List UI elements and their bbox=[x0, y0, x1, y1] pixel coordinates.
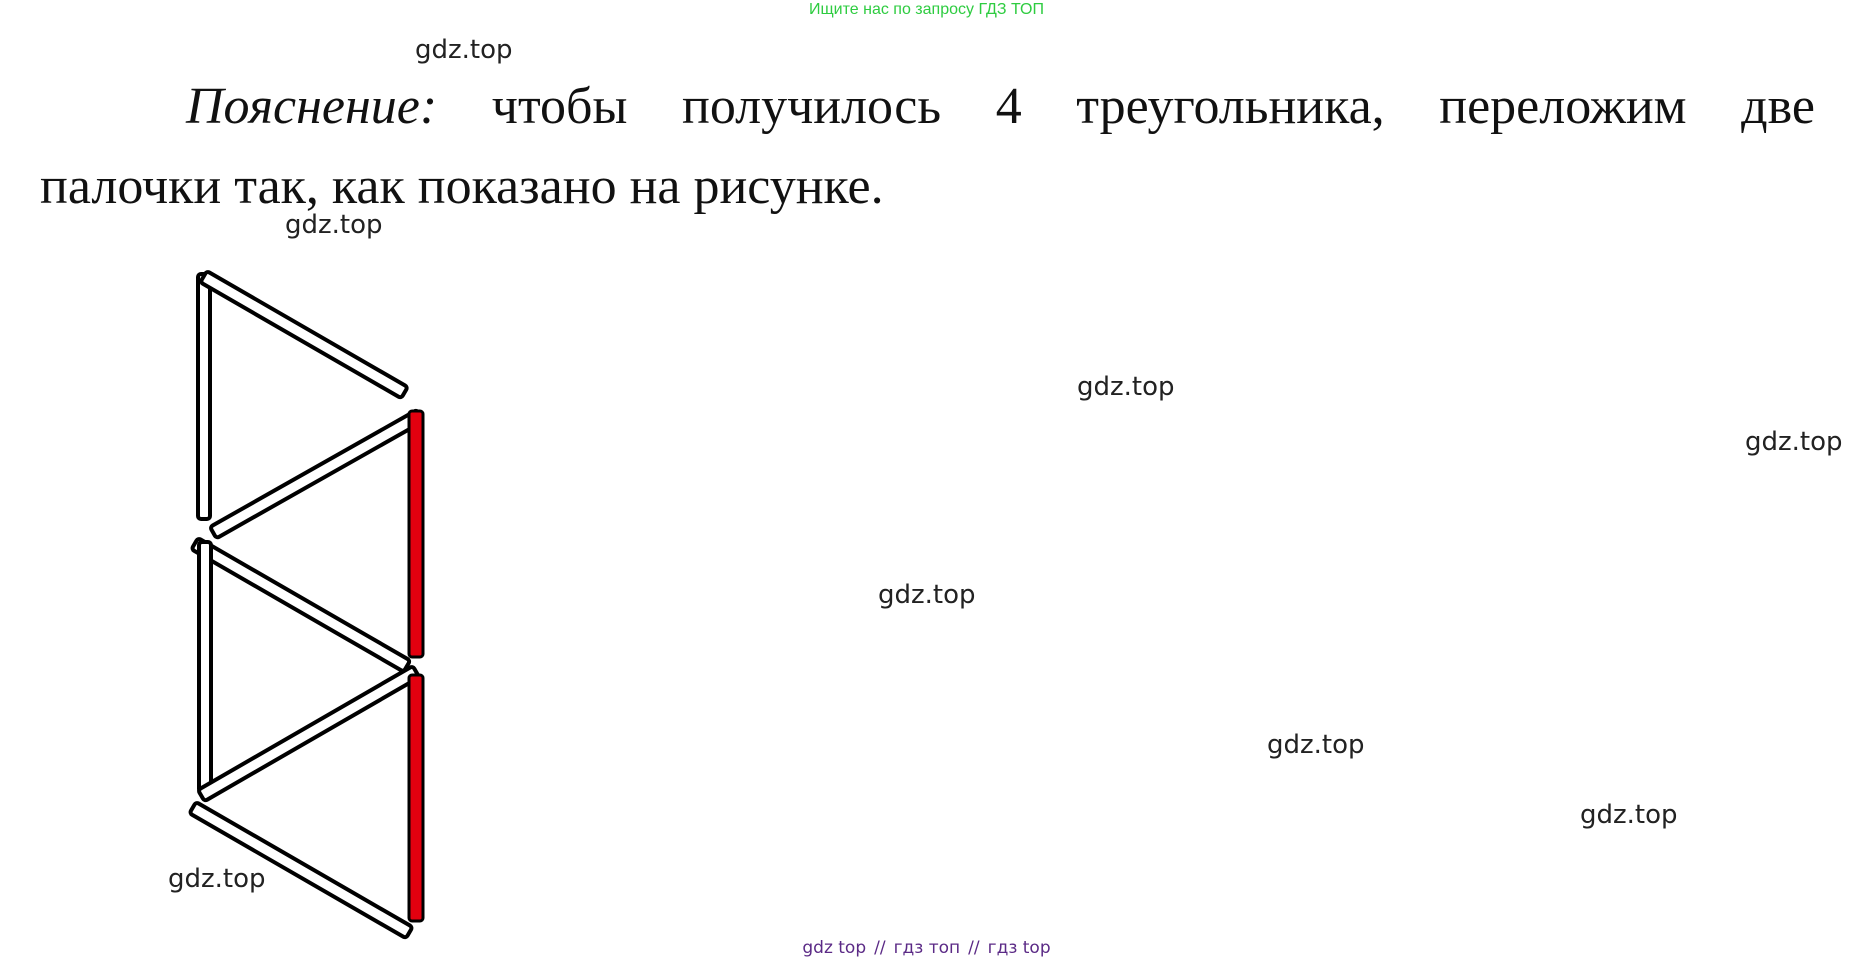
footer-link[interactable]: гдз топ bbox=[893, 938, 961, 958]
moved-stick-upper bbox=[407, 409, 425, 659]
explanation-line-2: палочки так, как показано на рисунке. bbox=[40, 158, 884, 215]
watermark: gdz.top bbox=[878, 580, 976, 610]
watermark: gdz.top bbox=[1077, 372, 1175, 402]
watermark: gdz.top bbox=[1745, 427, 1843, 457]
stick-left-bottom bbox=[197, 540, 213, 794]
footer-link[interactable]: gdz top bbox=[802, 938, 867, 958]
watermark: gdz.top bbox=[1267, 730, 1365, 760]
footer-link[interactable]: гдз top bbox=[987, 938, 1051, 958]
watermark: gdz.top bbox=[415, 35, 513, 65]
footer-separator: // bbox=[874, 938, 886, 958]
watermark: gdz.top bbox=[168, 864, 266, 894]
explanation-label: Пояснение: bbox=[186, 78, 438, 135]
explanation-line-1: Пояснение: чтобы получилось 4 треугольни… bbox=[40, 67, 1815, 147]
explanation-word: чтобы bbox=[491, 78, 628, 135]
top-banner[interactable]: Ищите нас по запросу ГДЗ ТОП bbox=[809, 1, 1044, 18]
footer-links: gdz top // гдз топ // гдз top bbox=[0, 938, 1853, 958]
explanation-paragraph: Пояснение: чтобы получилось 4 треугольни… bbox=[40, 67, 1815, 227]
moved-stick-lower bbox=[407, 673, 425, 923]
explanation-word: 4 bbox=[995, 78, 1022, 135]
stick-upper-mid-diagonal bbox=[209, 408, 425, 540]
footer-separator: // bbox=[968, 938, 980, 958]
moved-sticks bbox=[407, 409, 425, 923]
watermark: gdz.top bbox=[1580, 800, 1678, 830]
stick-bottom-diagonal bbox=[188, 801, 414, 940]
stick-lower-diagonal bbox=[197, 665, 421, 803]
explanation-word: треугольника, bbox=[1076, 78, 1385, 135]
explanation-word: получилось bbox=[681, 78, 942, 135]
explanation-word: переложим bbox=[1439, 78, 1687, 135]
stick-top-diagonal bbox=[199, 270, 409, 400]
stick-mid-diagonal bbox=[190, 537, 412, 673]
explanation-word: две bbox=[1741, 78, 1815, 135]
watermark: gdz.top bbox=[285, 210, 383, 240]
stick-left-top bbox=[196, 272, 212, 521]
white-sticks bbox=[188, 270, 425, 940]
